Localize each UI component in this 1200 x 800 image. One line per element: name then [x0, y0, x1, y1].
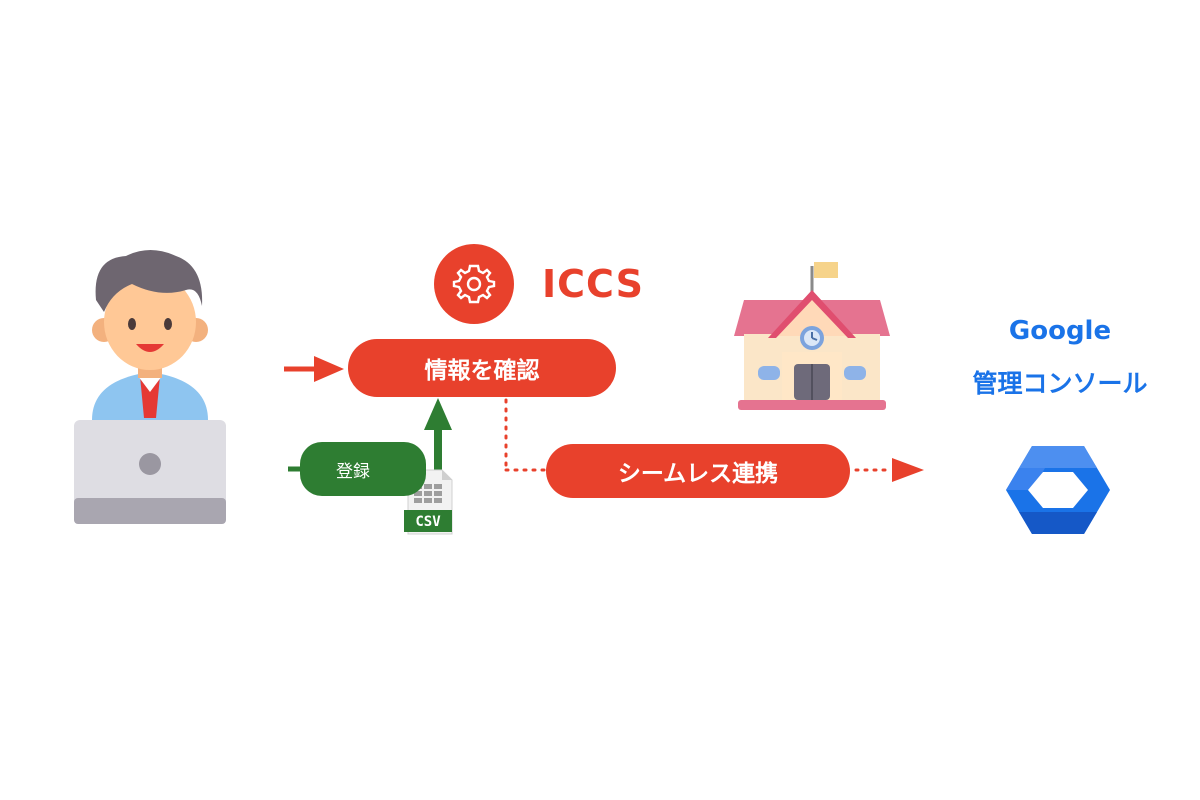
input-arrow — [284, 356, 344, 382]
register-arrow — [288, 398, 452, 472]
iccs-title: ICCS — [542, 262, 644, 306]
google-title: Google — [1008, 316, 1112, 346]
seamless-integration-step: シームレス連携 — [546, 444, 850, 498]
dotted-connector — [504, 398, 924, 482]
google-admin-console-icon — [1006, 446, 1110, 534]
google-admin-console-label: 管理コンソール — [972, 369, 1148, 398]
gear-icon — [452, 264, 496, 304]
school-icon — [734, 262, 890, 410]
user-icon — [74, 250, 226, 524]
confirm-info-step: 情報を確認 — [348, 339, 616, 397]
csv-label: CSV — [415, 514, 441, 530]
register-step: 登録 — [300, 442, 426, 496]
iccs-logo — [434, 244, 514, 324]
